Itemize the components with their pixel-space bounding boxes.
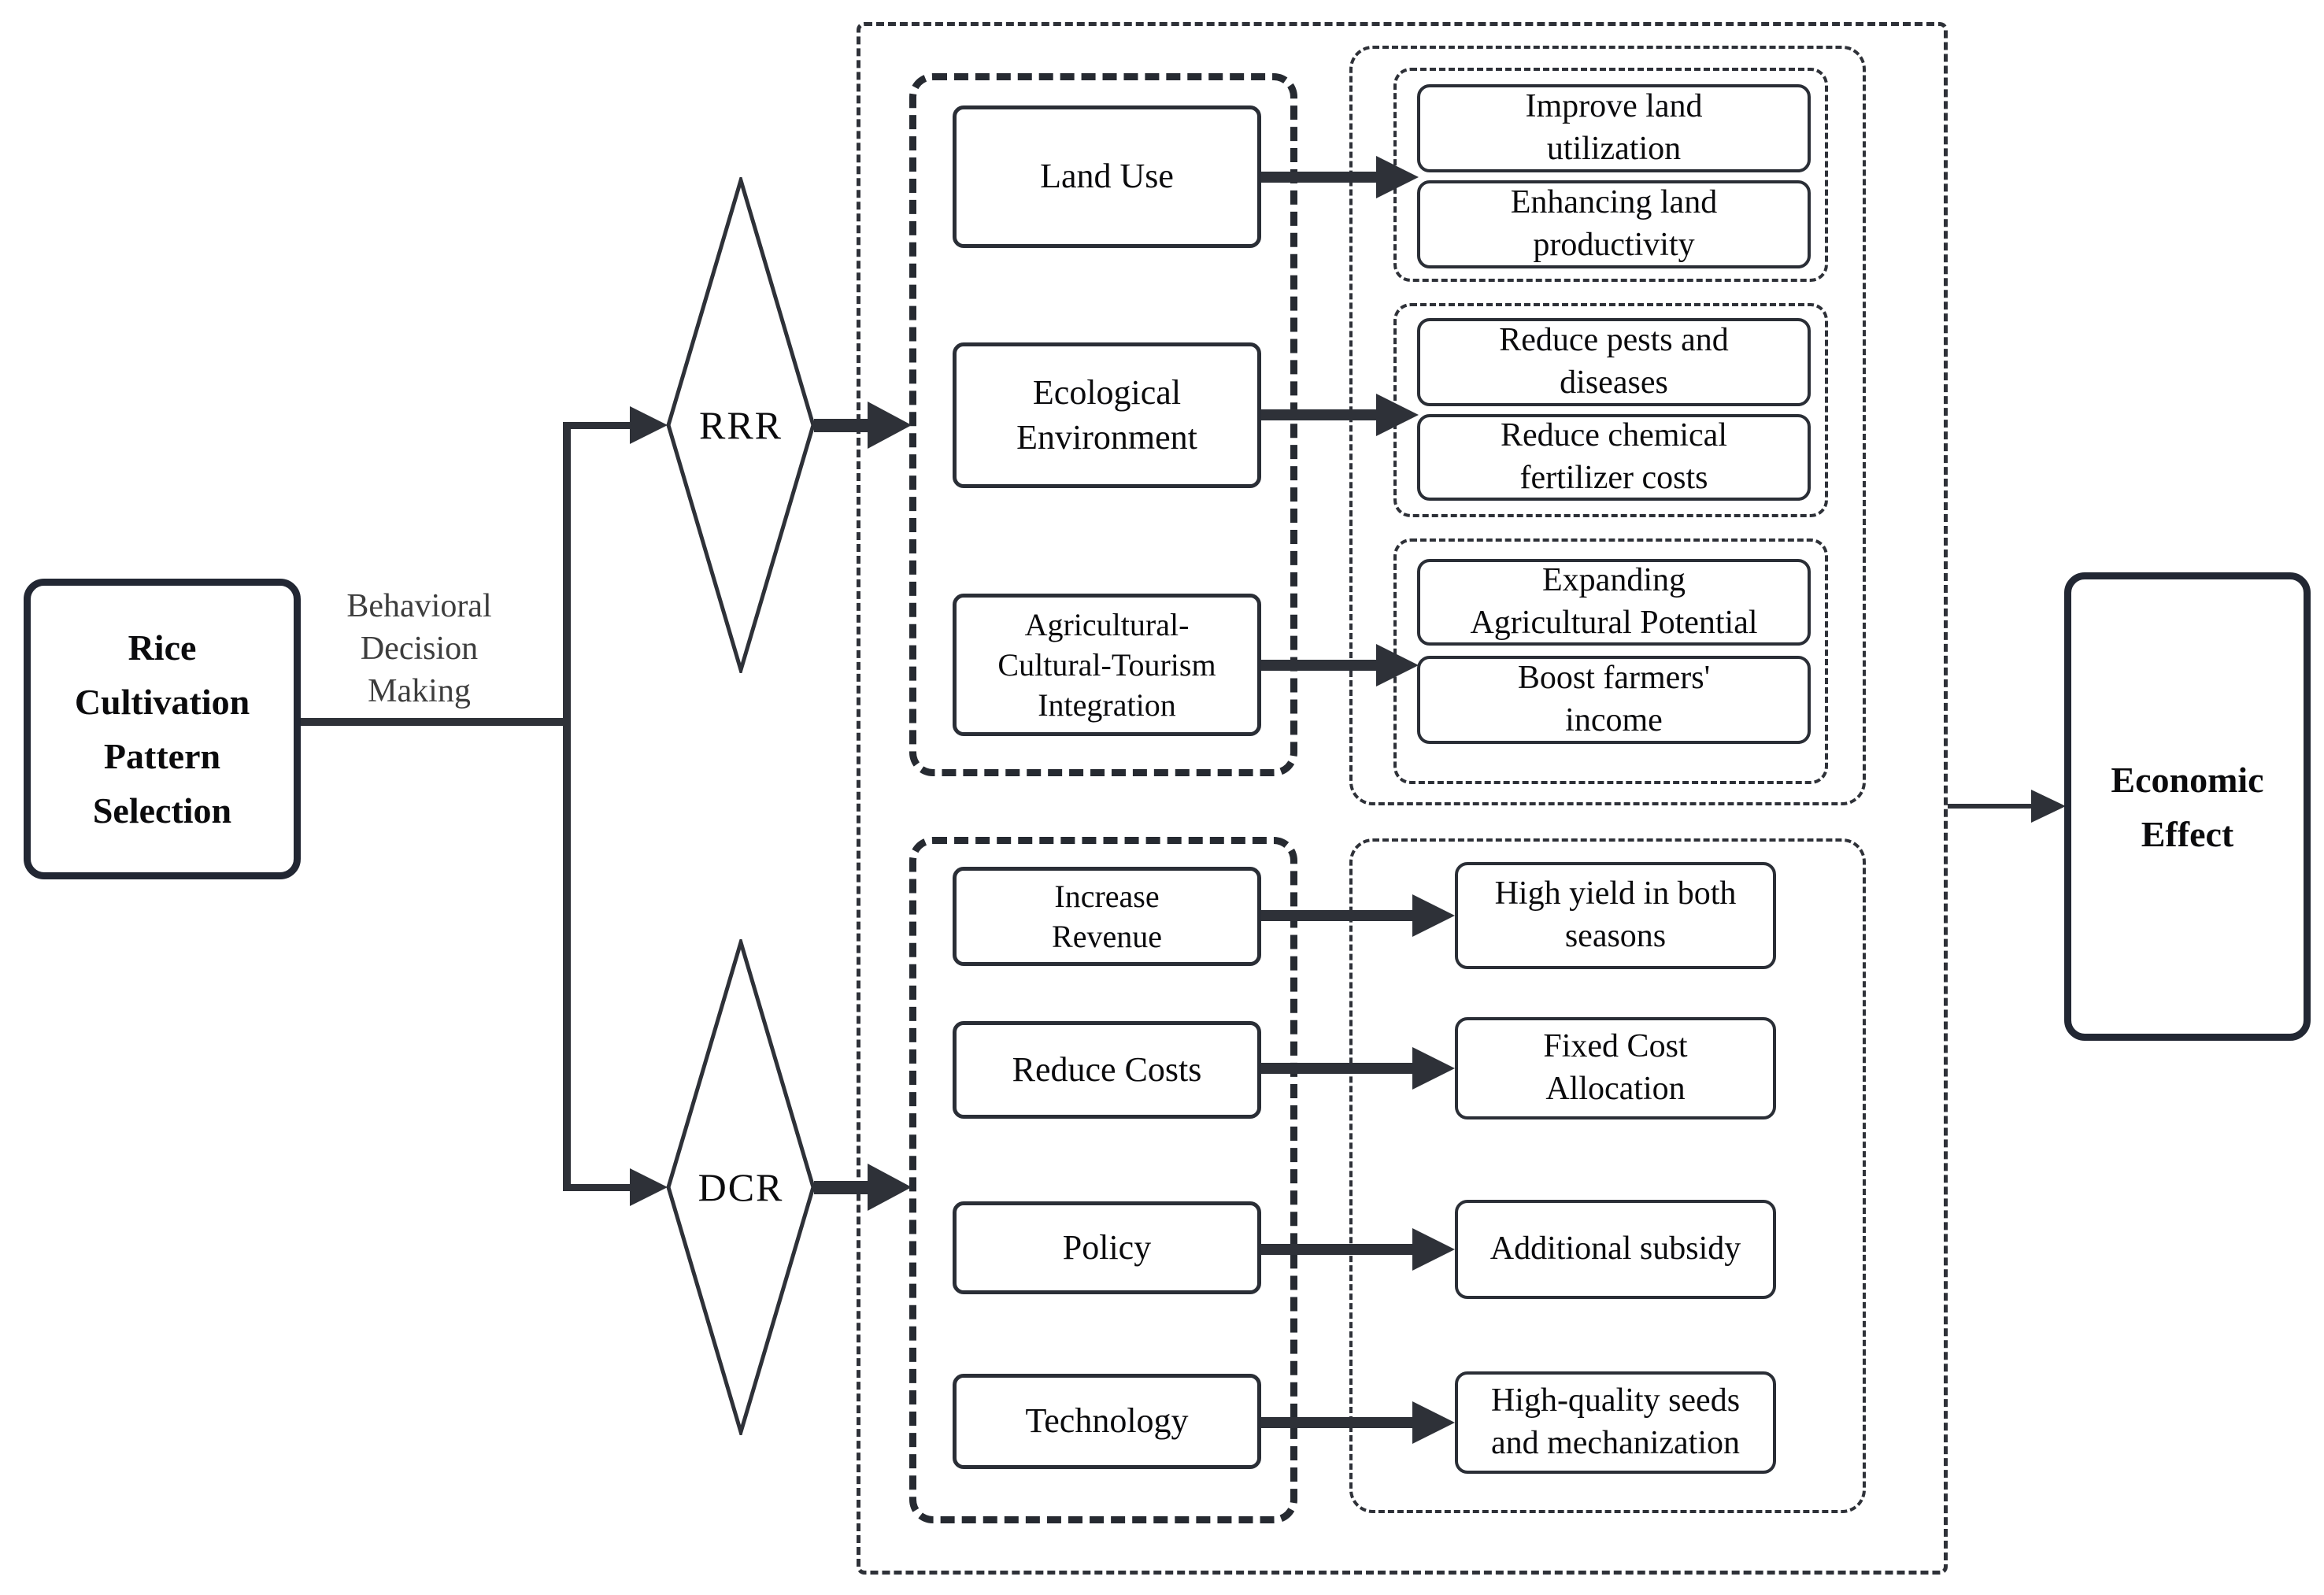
edge-line-vertical xyxy=(563,422,571,1191)
arrow-agricultural-head xyxy=(1376,644,1419,686)
arrow-dcr-out-shaft xyxy=(814,1181,869,1194)
outer-decision-container xyxy=(857,22,1948,1575)
arrow-to-rrr-shaft xyxy=(569,422,631,429)
factor-box-reduce-costs: Reduce Costs xyxy=(953,1021,1261,1119)
arrow-ecological-shaft xyxy=(1261,409,1378,420)
outcome-box-boost-farmers-income: Boost farmers' income xyxy=(1417,656,1811,744)
arrow-dcr-out-head xyxy=(868,1164,912,1211)
outcome-box-high-quality-seeds-mechanization: High-quality seeds and mechanization xyxy=(1455,1371,1776,1474)
arrow-reduce-costs-head xyxy=(1412,1047,1455,1090)
arrow-technology-shaft xyxy=(1261,1417,1414,1428)
arrow-ecological-head xyxy=(1376,394,1419,436)
outcome-box-reduce-pests-diseases: Reduce pests and diseases xyxy=(1417,318,1811,406)
dcr-diamond-label: DCR xyxy=(698,1165,784,1209)
arrow-economic-shaft xyxy=(1948,804,2033,809)
arrow-land-use-shaft xyxy=(1261,172,1378,183)
rrr-factors-container xyxy=(909,73,1297,776)
arrow-agricultural-shaft xyxy=(1261,660,1378,671)
factor-box-policy: Policy xyxy=(953,1201,1261,1294)
rrr-outcomes-container xyxy=(1349,46,1866,805)
rice-cultivation-node: Rice Cultivation Pattern Selection xyxy=(24,579,301,879)
dcr-diamond-shape xyxy=(666,939,816,1435)
rrr-diamond-shape xyxy=(666,177,816,673)
rrr-diamond-label: RRR xyxy=(698,403,783,447)
arrow-to-dcr-head xyxy=(630,1168,668,1206)
arrow-to-rrr-head xyxy=(630,406,668,444)
arrow-reduce-costs-shaft xyxy=(1261,1063,1414,1074)
dcr-outcomes-container xyxy=(1349,838,1866,1513)
arrow-rrr-out-shaft xyxy=(814,419,869,432)
outcome-box-reduce-chemical-fertilizer: Reduce chemical fertilizer costs xyxy=(1417,414,1811,501)
outcome-box-high-yield-both-seasons: High yield in both seasons xyxy=(1455,862,1776,969)
factor-box-agricultural-cultural-tourism: Agricultural- Cultural-Tourism Integrati… xyxy=(953,594,1261,736)
dcr-factors-container xyxy=(909,837,1297,1523)
arrow-rrr-out-head xyxy=(868,402,912,449)
behavioral-decision-label: Behavioral Decision Making xyxy=(346,588,492,710)
outcome-box-enhancing-land-productivity: Enhancing land productivity xyxy=(1417,180,1811,268)
outcome-box-fixed-cost-allocation: Fixed Cost Allocation xyxy=(1455,1017,1776,1119)
economic-effect-node: Economic Effect xyxy=(2064,572,2311,1041)
arrow-increase-revenue-shaft xyxy=(1261,910,1414,921)
factor-box-land-use: Land Use xyxy=(953,105,1261,248)
outcome-box-expanding-agricultural-potential: Expanding Agricultural Potential xyxy=(1417,559,1811,646)
factor-box-ecological-environment: Ecological Environment xyxy=(953,342,1261,488)
arrow-technology-head xyxy=(1412,1401,1455,1444)
arrow-policy-head xyxy=(1412,1228,1455,1271)
factor-box-increase-revenue: Increase Revenue xyxy=(953,867,1261,966)
arrow-increase-revenue-head xyxy=(1412,894,1455,937)
edge-line-horizontal xyxy=(301,718,566,726)
factor-box-technology: Technology xyxy=(953,1374,1261,1469)
arrow-land-use-head xyxy=(1376,156,1419,198)
arrow-to-dcr-shaft xyxy=(569,1184,631,1191)
arrow-policy-shaft xyxy=(1261,1244,1414,1255)
outcome-box-improve-land-utilization: Improve land utilization xyxy=(1417,84,1811,172)
outcome-box-additional-subsidy: Additional subsidy xyxy=(1455,1200,1776,1299)
arrow-economic-head xyxy=(2031,790,2066,823)
